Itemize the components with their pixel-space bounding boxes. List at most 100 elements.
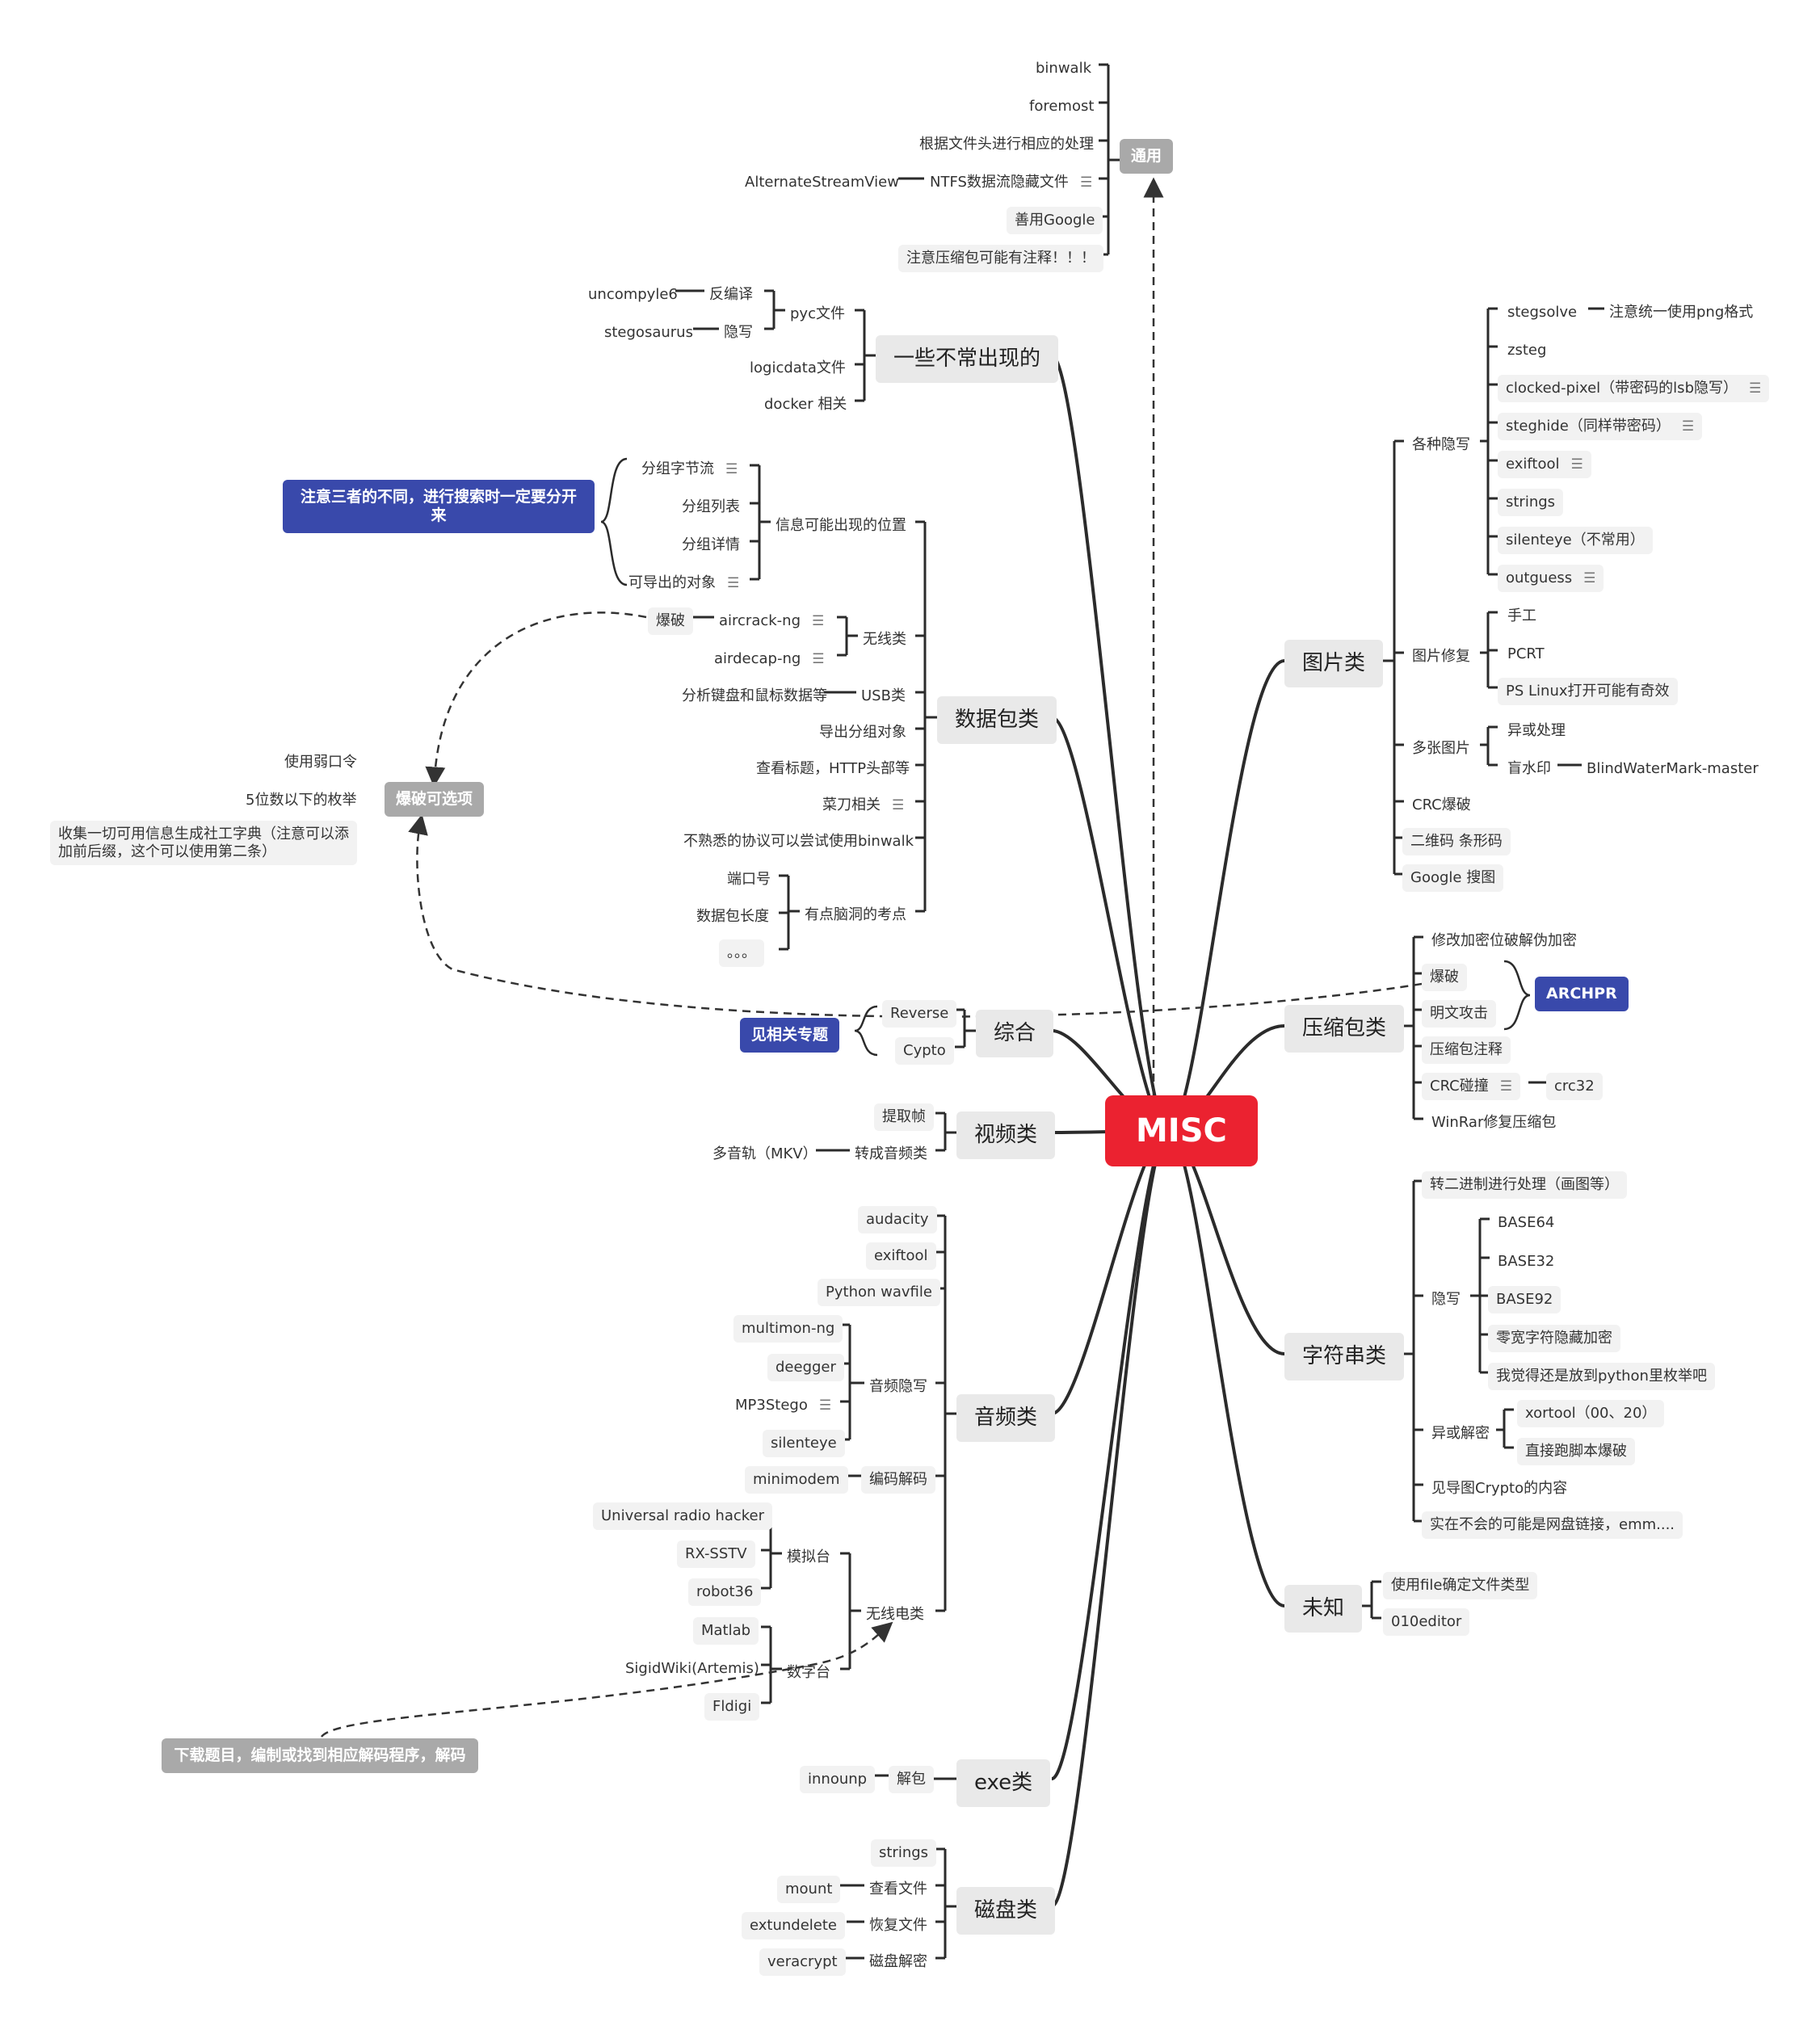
uncommon-docker[interactable]: docker 相关 (764, 396, 847, 413)
audio-topic[interactable]: 音频类 (956, 1394, 1056, 1443)
audio-tool[interactable]: exiftool (866, 1242, 936, 1270)
image-multi[interactable]: 多张图片 (1412, 740, 1470, 757)
brute-option-item[interactable]: 收集一切可用信息生成社工字典（注意可以添加前后缀，这个可以使用第二条） (50, 821, 357, 866)
brainhole-item[interactable]: 数据包长度 (696, 908, 769, 925)
packet-locations[interactable]: 信息可能出现的位置 (775, 517, 906, 534)
image-repair-item[interactable]: PCRT (1507, 645, 1545, 662)
callout-see-topic[interactable]: 见相关专题 (740, 1018, 840, 1053)
zip-topic[interactable]: 压缩包类 (1284, 1005, 1405, 1053)
brainhole-item[interactable]: 。。。 (719, 939, 764, 967)
zip-crc32[interactable]: crc32 (1546, 1073, 1603, 1100)
radio-digital[interactable]: 数字台 (787, 1664, 830, 1681)
audio-steg-item[interactable]: deegger (767, 1354, 844, 1381)
location-item[interactable]: 分组列表 (682, 498, 740, 515)
disk-veracrypt[interactable]: veracrypt (759, 1948, 846, 1976)
zip-item[interactable]: CRC碰撞☰ (1422, 1073, 1520, 1100)
zip-item[interactable]: 压缩包注释 (1422, 1036, 1511, 1064)
string-topic[interactable]: 字符串类 (1284, 1333, 1405, 1381)
notes-icon[interactable]: ☰ (1570, 456, 1583, 473)
uncommon-pyc[interactable]: pyc文件 (790, 305, 845, 322)
packet-caidao[interactable]: 菜刀相关☰ (818, 792, 909, 819)
zip-item[interactable]: 爆破 (1422, 964, 1467, 991)
audio-steg-item[interactable]: silenteye (763, 1430, 845, 1457)
archpr-callout[interactable]: ARCHPR (1535, 977, 1629, 1011)
string-binary[interactable]: 转二进制进行处理（画图等） (1422, 1171, 1627, 1199)
radio-analog[interactable]: 模拟台 (787, 1549, 830, 1565)
image-repair[interactable]: 图片修复 (1412, 648, 1470, 665)
analog-item[interactable]: Universal radio hacker (593, 1502, 773, 1530)
packet-usb[interactable]: USB类 (861, 687, 906, 704)
string-hide-item[interactable]: BASE92 (1488, 1286, 1562, 1313)
string-xor-item[interactable]: 直接跑脚本爆破 (1517, 1438, 1635, 1465)
comprehensive-topic[interactable]: 综合 (976, 1010, 1054, 1058)
unknown-item[interactable]: 使用file确定文件类型 (1383, 1572, 1538, 1599)
packet-http[interactable]: 查看标题，HTTP头部等 (756, 760, 910, 777)
uncommon-stegosaurus[interactable]: stegosaurus (604, 324, 693, 341)
digital-item[interactable]: SigidWiki(Artemis) (625, 1660, 759, 1677)
image-repair-item[interactable]: 手工 (1507, 607, 1536, 624)
image-crc[interactable]: CRC爆破 (1412, 796, 1471, 813)
common-item[interactable]: 注意压缩包可能有注释！！！ (898, 245, 1103, 272)
common-item[interactable]: 根据文件头进行相应的处理 (919, 136, 1094, 153)
audio-steg[interactable]: 音频隐写 (869, 1378, 927, 1395)
notes-icon[interactable]: ☰ (1681, 418, 1695, 435)
digital-item[interactable]: Fldigi (704, 1693, 760, 1721)
image-steg[interactable]: 各种隐写 (1412, 436, 1470, 453)
zip-item[interactable]: WinRar修复压缩包 (1431, 1114, 1557, 1131)
string-hide[interactable]: 隐写 (1431, 1291, 1461, 1308)
comprehensive-item[interactable]: Cypto (895, 1037, 954, 1065)
image-repair-item[interactable]: PS Linux打开可能有奇效 (1498, 678, 1678, 705)
location-item[interactable]: 可导出的对象☰ (624, 569, 744, 597)
disk-decrypt[interactable]: 磁盘解密 (869, 1953, 927, 1970)
notes-icon[interactable]: ☰ (1499, 1078, 1512, 1095)
image-steg-item[interactable]: zsteg (1507, 342, 1547, 359)
digital-item[interactable]: Matlab (693, 1617, 759, 1645)
brute-option-item[interactable]: 使用弱口令 (284, 754, 357, 771)
uncommon-topic[interactable]: 一些不常出现的 (876, 335, 1059, 384)
notes-icon[interactable]: ☰ (892, 797, 905, 813)
image-steg-item[interactable]: exiftool☰ (1498, 451, 1591, 478)
string-crypto[interactable]: 见导图Crypto的内容 (1431, 1480, 1568, 1497)
audio-codec[interactable]: 编码解码 (861, 1466, 935, 1494)
string-xor[interactable]: 异或解密 (1431, 1425, 1490, 1442)
notes-icon[interactable]: ☰ (727, 575, 740, 591)
uncommon-hide[interactable]: 隐写 (724, 324, 753, 341)
video-to-audio[interactable]: 转成音频类 (855, 1145, 927, 1162)
image-steg-item[interactable]: strings (1498, 489, 1564, 516)
image-google[interactable]: Google 搜图 (1402, 864, 1504, 892)
packet-topic[interactable]: 数据包类 (937, 696, 1057, 745)
string-hide-item[interactable]: BASE64 (1498, 1214, 1555, 1231)
image-steg-item[interactable]: steghide（同样带密码）☰ (1498, 413, 1703, 440)
central-topic[interactable]: MISC (1105, 1095, 1258, 1166)
unknown-item[interactable]: 010editor (1383, 1608, 1470, 1636)
wireless-aircrack[interactable]: aircrack-ng☰ (714, 607, 829, 635)
exe-unpack[interactable]: 解包 (889, 1766, 934, 1793)
image-steg-item[interactable]: outguess☰ (1498, 565, 1604, 592)
analog-item[interactable]: RX-SSTV (677, 1540, 755, 1568)
image-steg-item[interactable]: silenteye（不常用） (1498, 527, 1653, 554)
uncommon-uncompyle[interactable]: uncompyle6 (588, 286, 678, 303)
video-extract-frame[interactable]: 提取帧 (874, 1103, 934, 1131)
notes-icon[interactable]: ☰ (812, 651, 825, 667)
notes-icon[interactable]: ☰ (1079, 174, 1093, 191)
uncommon-decompile[interactable]: 反编译 (709, 286, 753, 303)
common-item[interactable]: foremost (1029, 98, 1095, 115)
brainhole-item[interactable]: 端口号 (727, 871, 771, 888)
blind-tool[interactable]: BlindWaterMark-master (1587, 760, 1759, 777)
video-multitrack[interactable]: 多音轨（MKV） (712, 1145, 818, 1162)
disk-extundelete[interactable]: extundelete (742, 1912, 845, 1939)
wireless-brute[interactable]: 爆破 (648, 607, 693, 635)
audio-tool[interactable]: Python wavfile (818, 1279, 940, 1306)
exe-topic[interactable]: exe类 (956, 1759, 1051, 1808)
disk-topic[interactable]: 磁盘类 (956, 1887, 1056, 1935)
packet-brainhole[interactable]: 有点脑洞的考点 (805, 906, 906, 923)
packet-export[interactable]: 导出分组对象 (819, 724, 906, 741)
exe-innounp[interactable]: innounp (800, 1766, 876, 1793)
disk-mount[interactable]: mount (777, 1876, 841, 1903)
common-item[interactable]: 善用Google (1007, 207, 1103, 234)
usb-child[interactable]: 分析键盘和鼠标数据等 (682, 687, 827, 704)
audio-radio[interactable]: 无线电类 (866, 1606, 924, 1623)
packet-wireless[interactable]: 无线类 (863, 631, 906, 648)
notes-icon[interactable]: ☰ (1749, 380, 1762, 397)
notes-icon[interactable]: ☰ (1583, 570, 1596, 586)
